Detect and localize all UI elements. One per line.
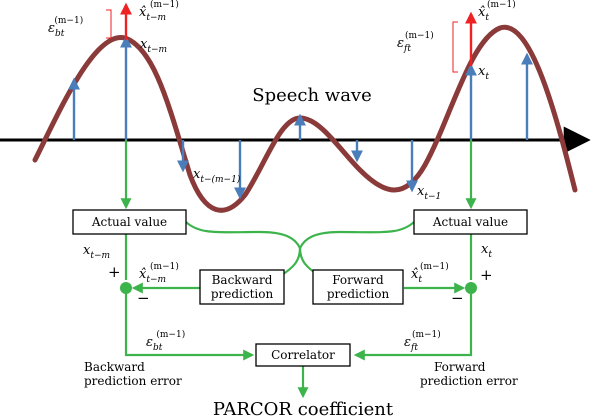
lower-x-tm-label: xt−m — [83, 243, 110, 261]
minus-sign-left: − — [137, 289, 150, 307]
forward-error-label-2: prediction error — [420, 374, 518, 388]
backward-prediction-box: Backward prediction — [199, 269, 285, 305]
correlator-box: Correlator — [255, 343, 351, 367]
sum-node-left — [120, 282, 132, 294]
brace-to-backward — [281, 247, 302, 276]
backward-error-label-2: prediction error — [84, 374, 182, 388]
xhat-t-label: x̂t(m−1) — [478, 0, 516, 23]
x-t-1-label: xt−1 — [417, 184, 441, 202]
forward-prediction-label-1: Forward — [332, 273, 384, 287]
correlator-label: Correlator — [271, 348, 335, 362]
actual-value-left-label: Actual value — [91, 215, 167, 229]
right-error-path — [353, 288, 473, 361]
plus-sign-left: + — [108, 263, 121, 281]
left-error-path — [124, 288, 255, 361]
lower-xhat-t-label: x̂t(m−1) — [411, 261, 449, 285]
actual-value-right-label: Actual value — [432, 215, 508, 229]
sum-node-right — [465, 282, 477, 294]
backward-error-label-1: Backward — [84, 360, 145, 374]
plus-sign-right: + — [480, 266, 493, 284]
xhat-tm-label: x̂t−m(m−1) — [139, 0, 179, 23]
backward-prediction-label-1: Backward — [212, 273, 273, 287]
error-bracket-bt — [106, 9, 112, 39]
x-t-m1-label: xt−(m−1) — [193, 167, 241, 185]
x-tm-label: xt−m — [140, 37, 167, 55]
error-bracket-ft — [452, 21, 458, 73]
forward-prediction-label-2: prediction — [327, 287, 390, 301]
eps-ft-label: εft(m−1) — [397, 30, 434, 54]
minus-sign-right: − — [451, 289, 464, 307]
backward-prediction-label-2: prediction — [211, 287, 274, 301]
parcor-coefficient-label: PARCOR coefficient — [213, 399, 394, 418]
actual-value-right-box: Actual value — [413, 209, 528, 235]
actual-value-left-box: Actual value — [72, 209, 187, 235]
eps-bt-label: εbt(m−1) — [48, 15, 83, 39]
x-t-label: xt — [478, 64, 489, 82]
low-eps-ft-label: εft(m−1) — [404, 329, 441, 353]
speech-wave-title: Speech wave — [252, 85, 372, 106]
lower-x-t-label: xt — [481, 242, 492, 260]
actual-brace — [185, 221, 415, 251]
forward-prediction-box: Forward prediction — [312, 269, 404, 305]
speech-wave — [32, 24, 578, 213]
low-eps-bt-label: εbt(m−1) — [146, 329, 185, 353]
forward-error-label-1: Forward — [434, 360, 486, 374]
lower-xhat-tm-label: x̂t−m(m−1) — [139, 261, 179, 285]
